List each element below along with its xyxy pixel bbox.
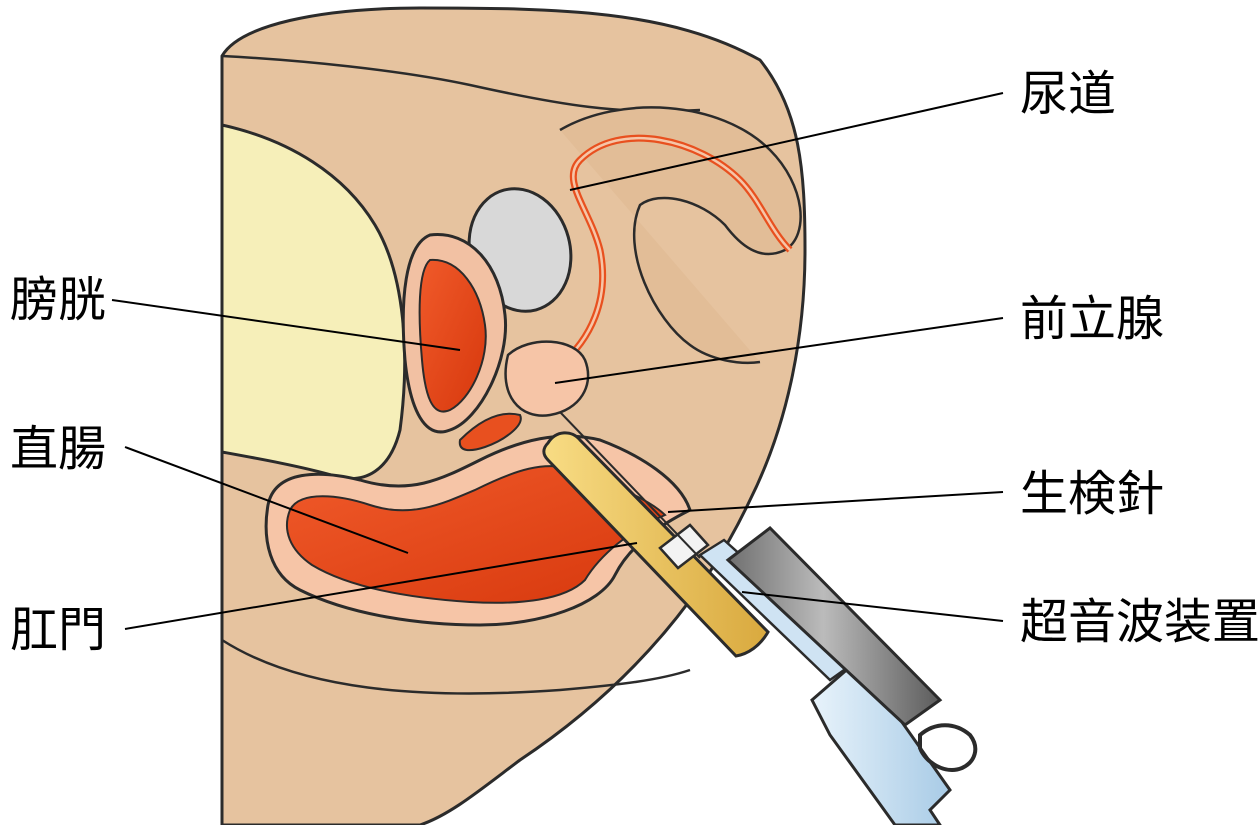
label-biopsy-needle: 生検針: [1020, 466, 1164, 522]
label-urethra: 尿道: [1020, 66, 1116, 122]
label-prostate: 前立腺: [1020, 291, 1164, 347]
prostate-gland: [506, 342, 589, 416]
label-ultrasound-device: 超音波装置: [1020, 594, 1258, 650]
label-anus: 肛門: [10, 602, 106, 658]
label-rectum: 直腸: [10, 421, 106, 477]
label-bladder: 膀胱: [10, 272, 106, 328]
